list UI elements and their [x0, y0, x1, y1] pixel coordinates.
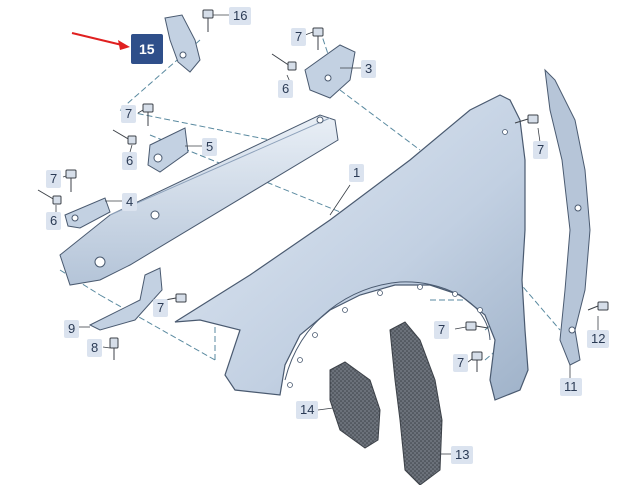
- callout-5[interactable]: 5: [202, 138, 218, 156]
- bracket-5: [147, 127, 189, 173]
- liner-14: [329, 361, 381, 449]
- callout-7[interactable]: 7: [453, 354, 469, 372]
- liner-13: [389, 321, 443, 485]
- callout-13[interactable]: 13: [451, 446, 474, 464]
- bracket-9: [88, 267, 163, 331]
- highlight-arrow: [71, 32, 130, 50]
- callout-6[interactable]: 6: [278, 80, 294, 98]
- callout-6[interactable]: 6: [122, 152, 138, 170]
- callout-16[interactable]: 16: [229, 7, 252, 25]
- callout-7[interactable]: 7: [46, 170, 62, 188]
- callout-7[interactable]: 7: [434, 321, 450, 339]
- bracket-4: [64, 197, 111, 229]
- fasteners: [37, 9, 609, 372]
- bracket-15: [164, 14, 201, 73]
- callout-7[interactable]: 7: [291, 28, 307, 46]
- callout-15[interactable]: 15: [131, 34, 163, 64]
- callout-3[interactable]: 3: [361, 60, 377, 78]
- callout-7[interactable]: 7: [153, 299, 169, 317]
- callout-12[interactable]: 12: [587, 330, 610, 348]
- callout-6[interactable]: 6: [46, 212, 62, 230]
- support-rail: [59, 114, 339, 286]
- callout-9[interactable]: 9: [64, 320, 80, 338]
- fender-1: [174, 94, 529, 401]
- bracket-3: [304, 44, 356, 99]
- callout-7[interactable]: 7: [121, 105, 137, 123]
- callout-4[interactable]: 4: [122, 193, 138, 211]
- callout-14[interactable]: 14: [296, 401, 319, 419]
- callout-11[interactable]: 11: [560, 378, 582, 396]
- trim-strip-11: [544, 68, 591, 366]
- callout-1[interactable]: 1: [349, 164, 365, 182]
- callout-7[interactable]: 7: [533, 141, 549, 159]
- callout-8[interactable]: 8: [87, 339, 103, 357]
